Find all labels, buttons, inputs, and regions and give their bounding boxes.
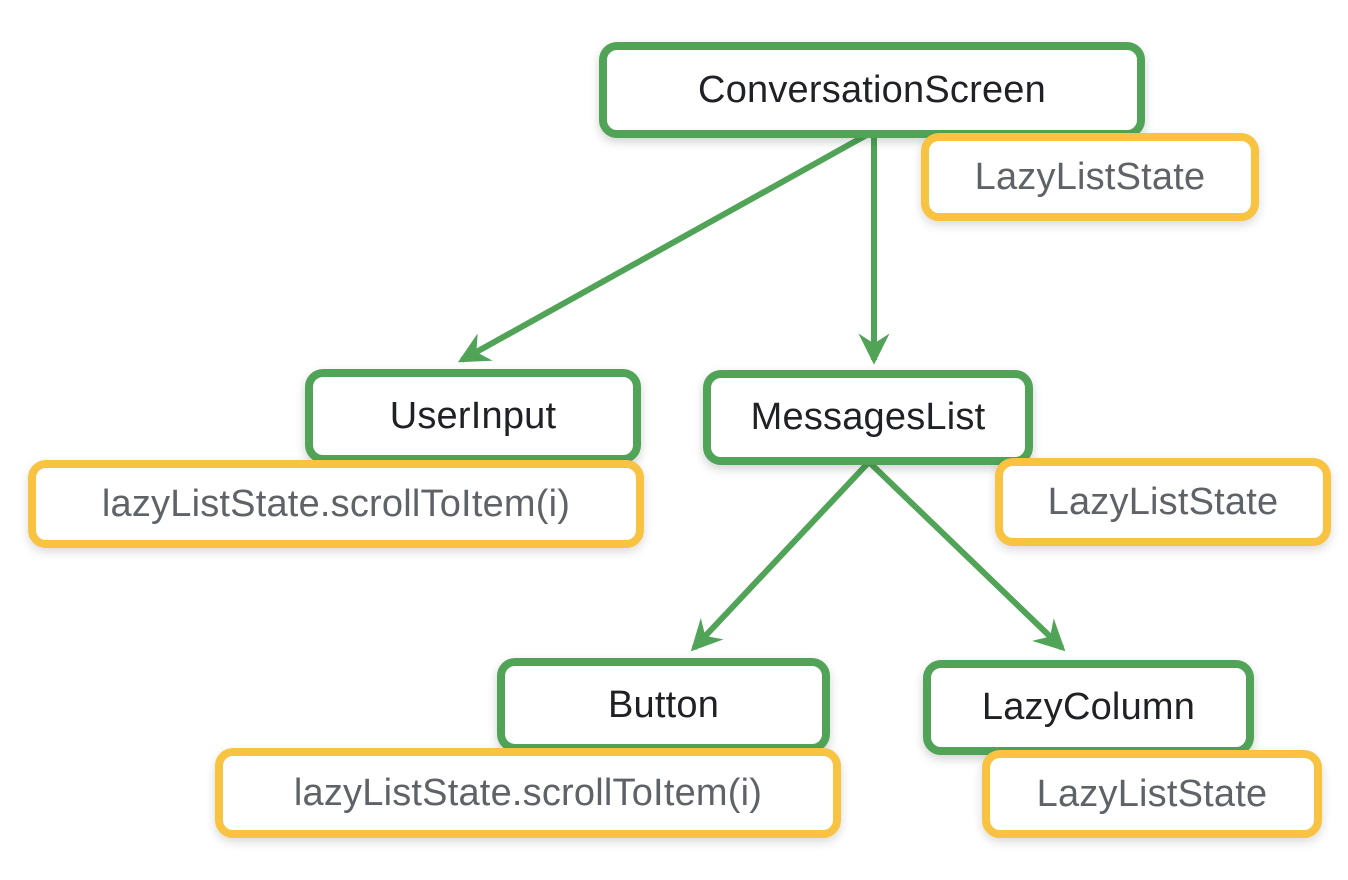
state-badge-lazycolumn-lazyliststate: LazyListState [982, 750, 1322, 838]
node-label: ConversationScreen [698, 68, 1046, 111]
state-label: LazyListState [974, 155, 1206, 198]
node-messages-list: MessagesList [703, 370, 1033, 465]
state-label: lazyListState.scrollToItem(i) [293, 771, 763, 814]
state-badge-userinput-scrolltoitem: lazyListState.scrollToItem(i) [28, 460, 644, 548]
state-badge-messageslist-lazyliststate: LazyListState [995, 458, 1331, 546]
edge-messageslist-to-lazycolumn [866, 459, 1066, 652]
node-label: MessagesList [750, 396, 986, 438]
state-label: LazyListState [1036, 772, 1268, 815]
state-label: lazyListState.scrollToItem(i) [101, 482, 571, 525]
node-label: Button [607, 683, 720, 726]
node-conversation-screen: ConversationScreen [599, 42, 1145, 138]
node-label: LazyColumn [981, 686, 1196, 728]
edge-conversation-to-userinput [457, 129, 874, 363]
node-lazy-column: LazyColumn [923, 660, 1254, 755]
node-label: UserInput [389, 394, 557, 437]
state-badge-conversation-lazyliststate: LazyListState [921, 133, 1259, 221]
node-user-input: UserInput [305, 369, 641, 463]
state-label: LazyListState [1047, 480, 1279, 523]
node-button: Button [497, 658, 830, 752]
state-badge-button-scrolltoitem: lazyListState.scrollToItem(i) [215, 748, 841, 838]
edge-messageslist-to-button [690, 459, 872, 652]
